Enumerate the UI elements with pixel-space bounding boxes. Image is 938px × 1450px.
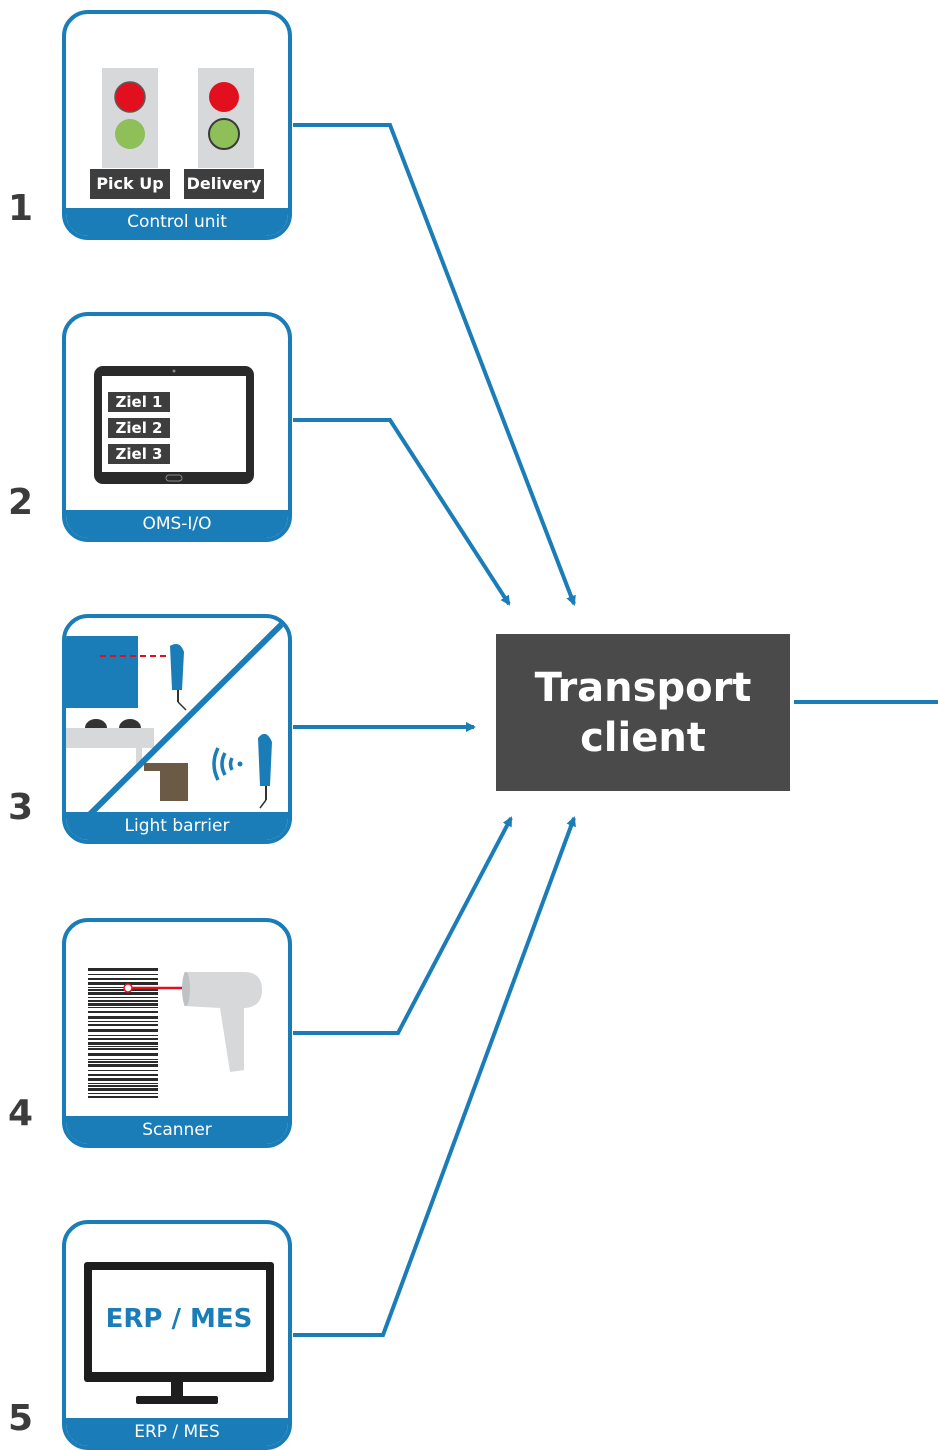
barcode-bar: [88, 1085, 158, 1087]
light-barrier-caption: Light barrier: [66, 812, 288, 840]
barcode-scanner-icon: [88, 968, 262, 1098]
transport-client-box: Transport client: [496, 634, 790, 791]
barcode-bar: [88, 1029, 158, 1032]
barcode-bar: [88, 978, 158, 980]
scanner-card: Scanner: [62, 918, 292, 1148]
target-1: Ziel 1: [108, 392, 170, 412]
barcode-bar: [88, 992, 158, 995]
erp-mes-caption: ERP / MES: [66, 1418, 288, 1446]
barcode-bar: [88, 1021, 158, 1022]
barcode-bar: [88, 1083, 158, 1084]
barcode-bar: [88, 1000, 158, 1002]
barcode-bar: [88, 1053, 158, 1056]
barcode-bar: [88, 1061, 158, 1063]
barcode-bar: [88, 1003, 158, 1006]
arrow-scanner: [293, 816, 513, 1035]
step-number-1: 1: [8, 188, 34, 229]
barcode-bar: [88, 1035, 158, 1036]
control-unit-caption: Control unit: [66, 208, 288, 236]
target-2: Ziel 2: [108, 418, 170, 438]
oms-io-caption: OMS-I/O: [66, 510, 288, 538]
arrow-control-unit: [293, 123, 576, 606]
barcode-bar: [88, 987, 158, 988]
target-3: Ziel 3: [108, 444, 170, 464]
barcode-bar: [88, 989, 158, 991]
transport-client-label: Transport client: [534, 664, 752, 761]
light-barrier-icon: [66, 618, 288, 812]
barcode-bar: [88, 1078, 158, 1081]
scanner-caption: Scanner: [66, 1116, 288, 1144]
barcode-bar: [88, 1059, 158, 1060]
barcode-bar: [88, 968, 158, 971]
barcode-bar: [88, 1016, 158, 1019]
barcode-bar: [88, 1011, 158, 1013]
barcode-bar: [88, 1064, 158, 1067]
barcode-bar: [88, 1074, 158, 1076]
light-barrier-card: Light barrier: [62, 614, 292, 844]
barcode-bar: [88, 1038, 158, 1040]
erp-mes-screen-text: ERP / MES: [105, 1304, 253, 1334]
barcode-bar: [88, 1048, 158, 1050]
barcode-bar: [88, 974, 158, 975]
barcode-bar: [88, 1096, 158, 1098]
barcode-bar: [88, 1024, 158, 1026]
arrow-erp-mes: [293, 816, 576, 1337]
traffic-light-icon: [90, 68, 264, 199]
oms-io-card: Ziel 1 Ziel 2 Ziel 3 OMS-I/O: [62, 312, 292, 542]
step-number-4: 4: [8, 1093, 34, 1134]
arrow-oms-io: [293, 418, 511, 606]
delivery-label: Delivery: [186, 174, 262, 193]
barcode-bar: [88, 997, 158, 998]
barcode-bar: [88, 1088, 158, 1091]
barcode-bar: [88, 982, 158, 985]
barcode-bar: [88, 1070, 158, 1071]
step-number-3: 3: [8, 787, 34, 828]
control-unit-card: Pick Up Delivery Control unit: [62, 10, 292, 240]
step-number-2: 2: [8, 482, 34, 523]
step-number-5: 5: [8, 1398, 34, 1439]
barcode-bar: [88, 1007, 158, 1008]
monitor-icon: [84, 1262, 274, 1404]
pickup-label: Pick Up: [96, 174, 164, 193]
barcode-bar: [88, 1042, 158, 1045]
barcode-bar: [88, 1046, 158, 1047]
barcode-bar: [88, 1093, 158, 1094]
